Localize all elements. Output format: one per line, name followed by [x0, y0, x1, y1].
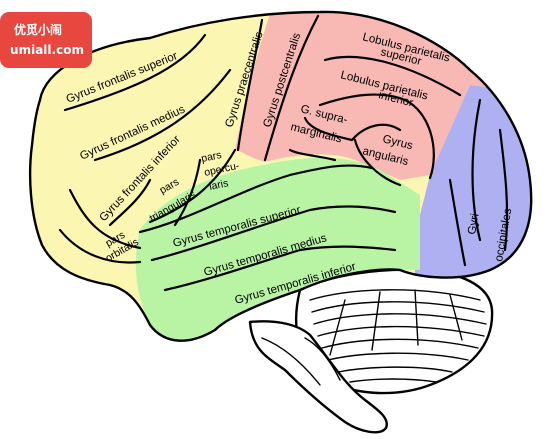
watermark: 优觅小闹 umiall.com [0, 12, 92, 68]
brainstem [248, 320, 388, 434]
temporal-lobe [135, 157, 421, 341]
sulci [58, 14, 509, 292]
occipital-lobe [415, 85, 532, 341]
watermark-line1: 优觅小闹 [14, 22, 62, 37]
label-pars-opercularis-1: pars [200, 149, 222, 165]
label-gyri-occipitales-1: Gyri [466, 213, 481, 236]
label-pars-opercularis-3: laris [208, 177, 229, 193]
watermark-line2: umiall.com [10, 43, 84, 57]
cerebellum-folia [309, 289, 487, 383]
cerebrum-outline [28, 10, 533, 342]
